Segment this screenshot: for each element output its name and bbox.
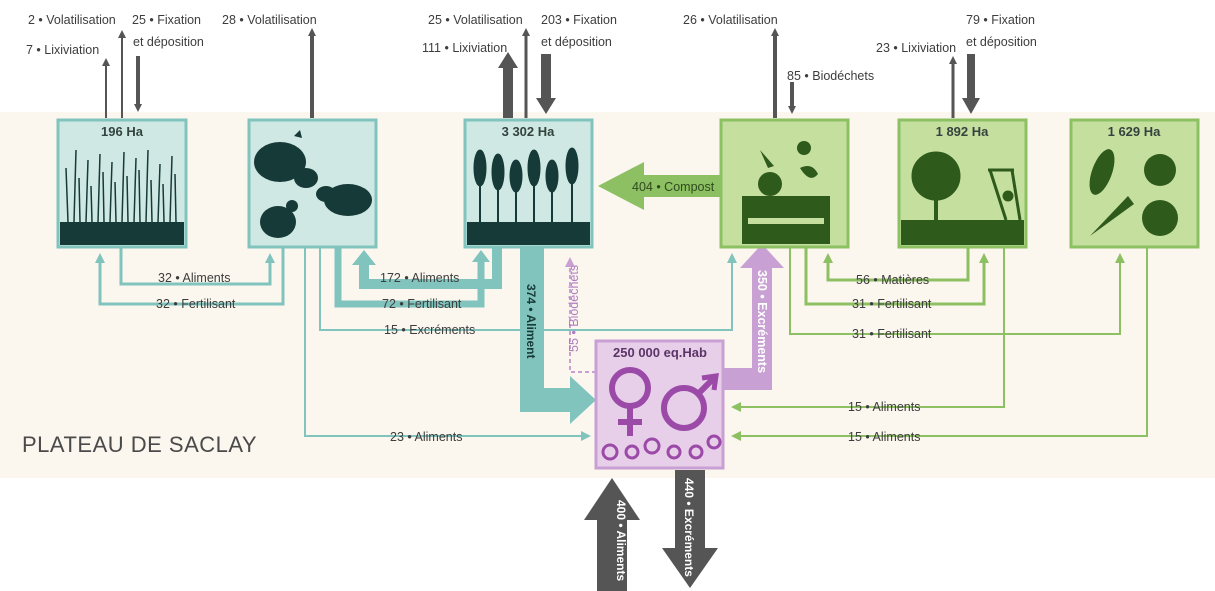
label-aliment-374: 374 • Aliment bbox=[524, 284, 538, 358]
label-excrements-15: 15 • Excréments bbox=[384, 323, 475, 337]
label-compost-biodechets: 85 • Biodéchets bbox=[787, 69, 874, 83]
label-fertilisant-31a: 31 • Fertilisant bbox=[852, 297, 932, 311]
cultures-area: 3 302 Ha bbox=[502, 124, 556, 139]
vegetables-icon bbox=[1089, 149, 1178, 236]
label-elevage-volatilisation: 28 • Volatilisation bbox=[222, 13, 317, 27]
cultures-box: 3 302 Ha bbox=[463, 118, 594, 249]
maraichage-area: 1 629 Ha bbox=[1108, 124, 1162, 139]
biodechets-55-flow bbox=[565, 257, 596, 373]
label-prairie-lixiviation: 7 • Lixiviation bbox=[26, 43, 99, 57]
gender-symbols-icon bbox=[601, 367, 722, 461]
compost-emission-arrows bbox=[771, 28, 796, 118]
aliment-374-flow bbox=[520, 248, 596, 424]
compost-green-flows bbox=[731, 248, 1148, 441]
label-jardins-fixation: 79 • Fixation bbox=[966, 13, 1035, 27]
compost-box bbox=[719, 118, 850, 249]
label-compost-volatilisation: 26 • Volatilisation bbox=[683, 13, 778, 27]
prairie-box: 196 Ha bbox=[56, 118, 188, 249]
garden-tree-icon bbox=[911, 151, 1022, 221]
wheat-icon bbox=[473, 147, 579, 222]
elevage-aliments-23-flow bbox=[304, 248, 591, 441]
population-box: 250 000 eq.Hab bbox=[594, 339, 725, 470]
label-cultures-deposition: et déposition bbox=[541, 35, 612, 49]
label-excrements-350: 350 • Excréments bbox=[755, 270, 769, 373]
cultures-elevage-flows bbox=[334, 248, 502, 308]
label-aliments-15b: 15 • Aliments bbox=[848, 430, 920, 444]
grass-icon bbox=[65, 149, 177, 223]
maraichage-box: 1 629 Ha bbox=[1069, 118, 1200, 249]
jardins-box: 1 892 Ha bbox=[897, 118, 1028, 249]
prairie-emission-arrows bbox=[102, 30, 142, 118]
label-prairie-fixation: 25 • Fixation bbox=[132, 13, 201, 27]
label-biodechets-55: 55 • Biodéchets bbox=[567, 265, 581, 352]
livestock-icon bbox=[254, 130, 372, 238]
cultures-emission-arrows bbox=[498, 28, 556, 118]
jardins-emission-arrows bbox=[949, 54, 980, 118]
jardins-area: 1 892 Ha bbox=[936, 124, 990, 139]
import-aliments-400-arrow bbox=[584, 478, 640, 591]
label-import-aliments-400: 400 • Aliments bbox=[614, 500, 628, 581]
region-label: PLATEAU DE SACLAY bbox=[22, 432, 257, 457]
label-elevage-aliments-23: 23 • Aliments bbox=[390, 430, 462, 444]
label-prairie-fertilisant: 32 • Fertilisant bbox=[156, 297, 236, 311]
label-jardins-deposition: et déposition bbox=[966, 35, 1037, 49]
label-export-excrements-440: 440 • Excréments bbox=[682, 478, 696, 577]
label-matieres-56: 56 • Matières bbox=[856, 273, 929, 287]
compost-bin-icon bbox=[742, 141, 830, 244]
label-compost-404: 404 • Compost bbox=[632, 180, 715, 194]
export-excrements-440-arrow bbox=[662, 470, 718, 588]
label-prairie-volatilisation: 2 • Volatilisation bbox=[28, 13, 116, 27]
population-count: 250 000 eq.Hab bbox=[613, 345, 707, 360]
label-cultures-fixation: 203 • Fixation bbox=[541, 13, 617, 27]
label-jardins-lixiviation: 23 • Lixiviation bbox=[876, 41, 956, 55]
label-cultures-fertilisant: 72 • Fertilisant bbox=[382, 297, 462, 311]
label-aliments-15a: 15 • Aliments bbox=[848, 400, 920, 414]
label-cultures-lixiviation: 111 • Lixiviation bbox=[422, 41, 507, 55]
prairie-area: 196 Ha bbox=[101, 124, 144, 139]
label-prairie-deposition: et déposition bbox=[133, 35, 204, 49]
label-fertilisant-31b: 31 • Fertilisant bbox=[852, 327, 932, 341]
compost-404-flow bbox=[598, 162, 722, 210]
elevage-box bbox=[247, 118, 378, 249]
prairie-elevage-flows bbox=[95, 248, 285, 306]
label-cultures-aliments: 172 • Aliments bbox=[380, 271, 459, 285]
excrements-350-flow bbox=[724, 244, 784, 390]
label-prairie-aliments: 32 • Aliments bbox=[158, 271, 230, 285]
label-cultures-volatilisation: 25 • Volatilisation bbox=[428, 13, 523, 27]
